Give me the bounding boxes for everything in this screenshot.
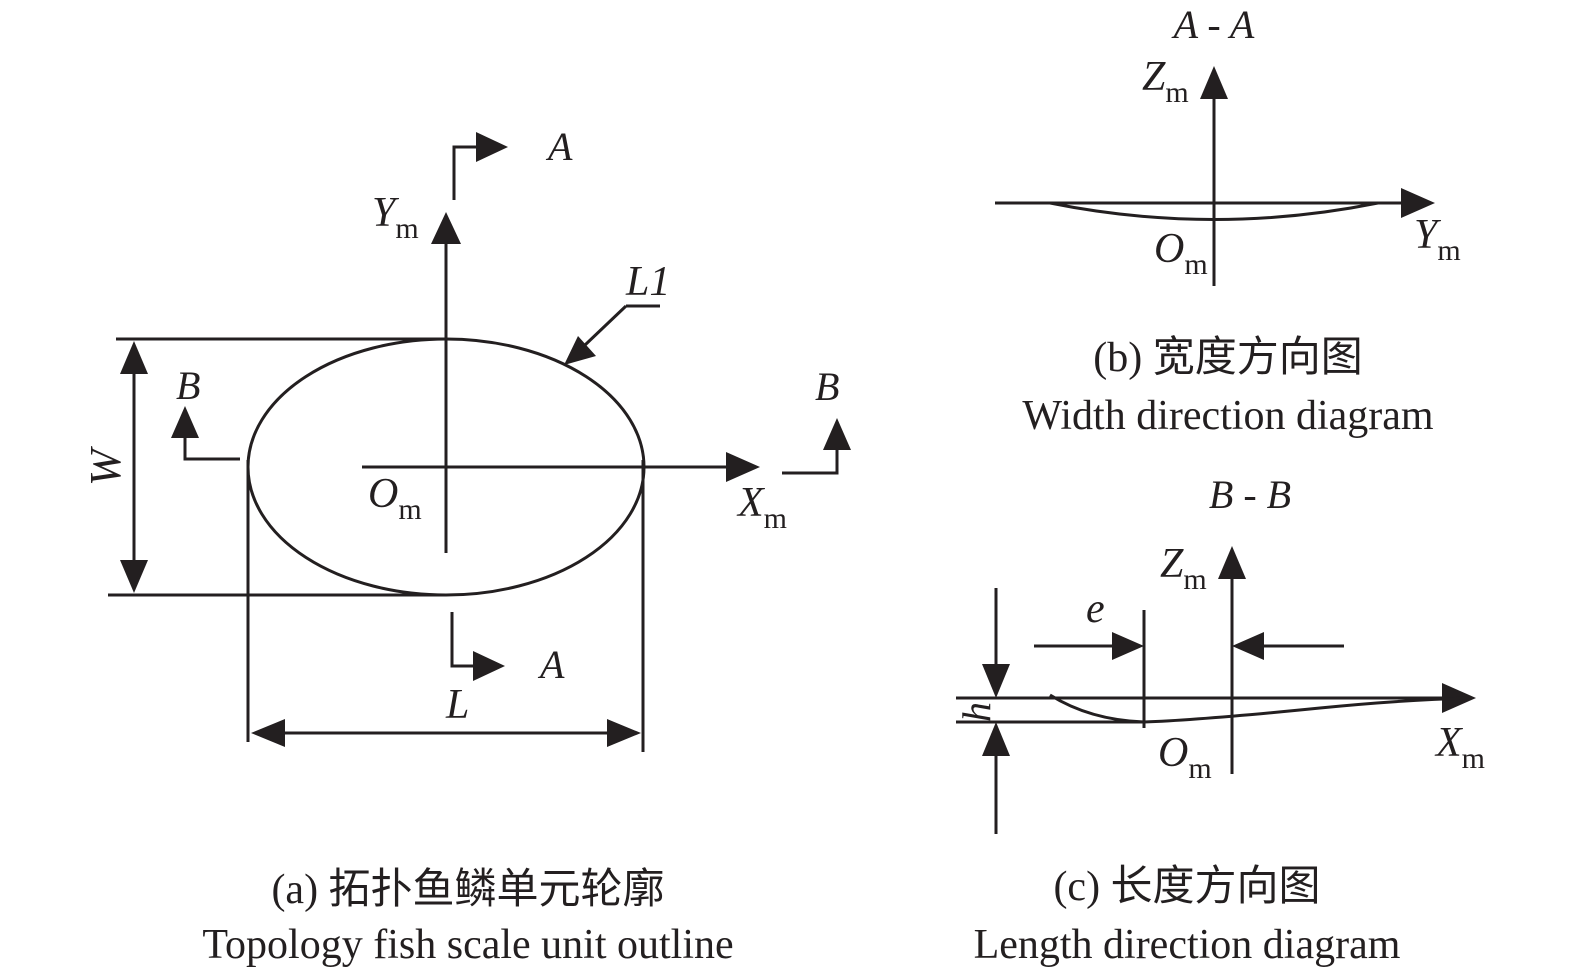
origin-label: Om [368,471,422,526]
width-label: W [81,446,130,486]
caption-c-english: Length direction diagram [974,922,1401,968]
width-section-profile [1049,201,1379,221]
panel-b: A - A Zm Ym Om (b) 宽度方向图 Width direction… [995,2,1461,439]
w-arrowhead-top [120,341,148,374]
section-a-top-arrowhead [476,132,508,162]
section-b-b-title: B - B [1209,472,1291,517]
l1-leader-arrowhead [564,336,596,365]
z-axis-arrowhead-b [1200,66,1228,99]
section-a-top-marker [452,145,480,200]
section-b-left-marker [183,435,240,461]
height-label: h [954,702,999,722]
section-b-left-arrowhead [171,406,199,438]
z-axis-label-b: Zm [1142,54,1189,109]
x-axis-label: Xm [736,480,787,535]
x-axis-arrowhead [726,452,760,482]
section-a-bottom-arrowhead [473,651,505,681]
h-arrowhead-bottom [982,722,1010,756]
e-arrowhead-left [1112,632,1144,660]
y-axis-label: Ym [372,190,419,245]
section-a-bottom-marker [450,612,476,668]
panel-a: Ym Xm Om L1 W L A A [81,124,851,968]
offset-label: e [1086,586,1105,632]
h-arrowhead-top [982,664,1010,698]
section-a-top-label: A [545,124,573,169]
y-axis-label-b: Ym [1414,212,1461,267]
section-a-bottom-label: A [537,642,565,687]
origin-label-b: Om [1154,226,1208,281]
e-arrowhead-right [1232,632,1264,660]
caption-a-chinese: (a) 拓扑鱼鳞单元轮廓 [271,867,664,913]
y-axis-arrowhead [431,212,461,244]
section-b-left-label: B [176,363,200,408]
w-arrowhead-bottom [120,560,148,593]
section-b-right-marker [782,448,839,475]
y-axis-arrowhead-b [1401,188,1435,218]
caption-a-english: Topology fish scale unit outline [202,922,733,968]
l-arrowhead-left [251,719,285,747]
caption-b-chinese: (b) 宽度方向图 [1093,334,1362,381]
length-section-profile [1049,693,1471,724]
l1-curve-label: L1 [625,259,670,305]
l-arrowhead-right [607,719,641,747]
section-b-right-label: B [815,364,839,409]
l1-leader-line-diagonal [583,304,628,347]
caption-c-chinese: (c) 长度方向图 [1053,864,1320,910]
origin-label-c: Om [1158,730,1212,785]
section-a-a-title: A - A [1171,2,1255,47]
z-axis-label-c: Zm [1160,541,1207,596]
x-axis-label-c: Xm [1434,720,1485,775]
z-axis-arrowhead-c [1218,546,1246,579]
section-b-right-arrowhead [823,418,851,450]
panel-c: B - B Zm Xm e h Om (c) 长度方向图 Length dire… [954,472,1485,968]
length-label: L [445,682,469,728]
caption-b-english: Width direction diagram [1022,393,1434,439]
